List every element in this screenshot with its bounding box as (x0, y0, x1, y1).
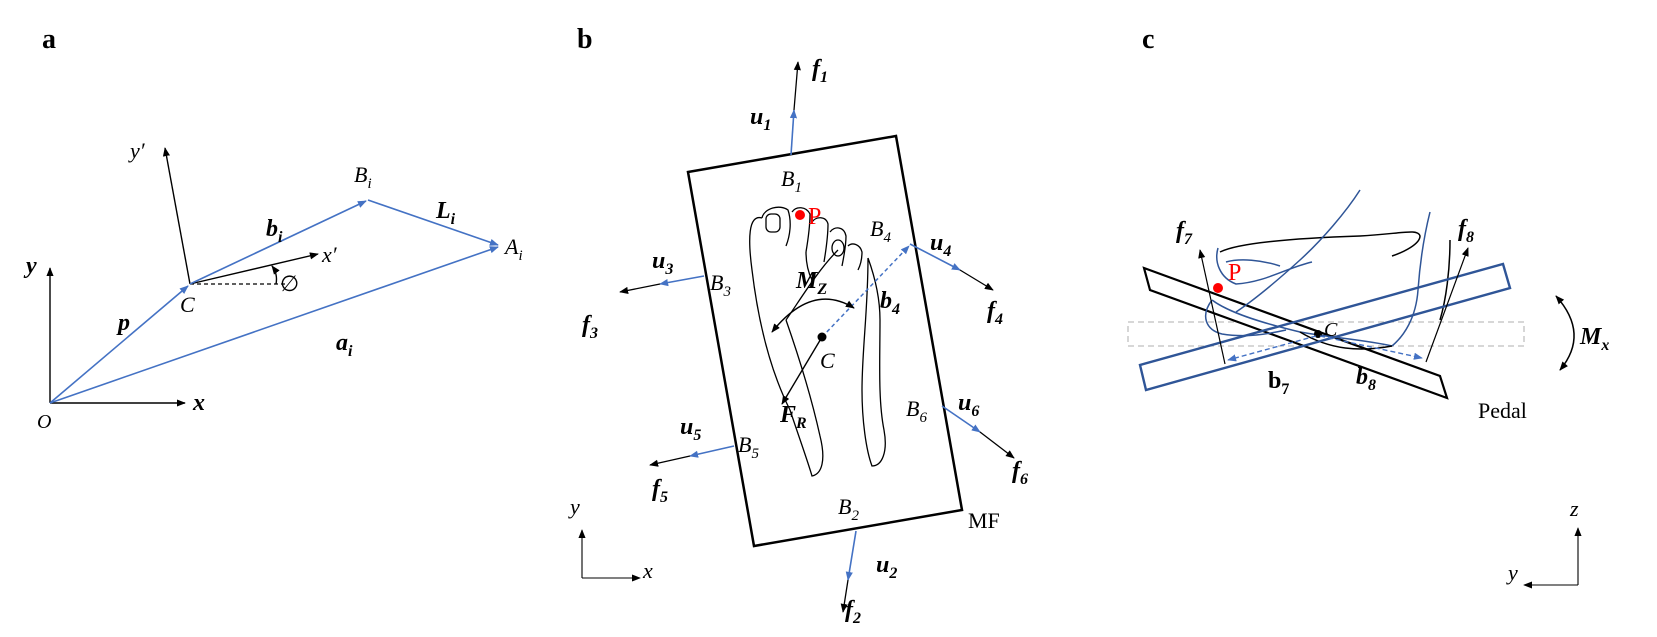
vector-u1 (789, 109, 798, 156)
Mx-label: Mx (1579, 324, 1609, 354)
pedal-bar (1142, 266, 1449, 400)
vector-u5 (689, 445, 735, 458)
u5-label: u5 (680, 414, 701, 444)
f1-label: f1 (812, 56, 828, 86)
vector-a-label: ai (336, 330, 353, 360)
x-prime-axis-arrow (189, 252, 319, 285)
b8-label: b8 (1356, 364, 1376, 394)
vector-f3 (619, 283, 661, 294)
x-axis-label: x (192, 390, 205, 416)
B6-label: B6 (906, 396, 927, 426)
x-prime-label: x′ (321, 242, 338, 267)
FR-label: FR (779, 402, 807, 432)
b7-label: b7 (1268, 368, 1289, 398)
panel-b-label: b (577, 24, 593, 55)
moment-Mz-arc (771, 298, 855, 333)
foot-plate-outline (686, 134, 964, 548)
foot-side-sketch (1204, 189, 1451, 350)
f6-label: f6 (1012, 458, 1028, 488)
vector-p (49, 285, 189, 404)
center-label: C (180, 292, 195, 317)
vector-b8 (1319, 335, 1423, 360)
vector-b (189, 200, 367, 285)
panel-a: a y x O y′ x′ ∅ C p bi Li ai Bi Ai (23, 24, 523, 433)
b-y-axis-label: y (568, 494, 580, 519)
point-P-marker (795, 210, 805, 220)
c-point-P-marker (1213, 283, 1223, 293)
u2-label: u2 (876, 552, 897, 582)
vector-f8 (1425, 247, 1469, 363)
u1-label: u1 (750, 104, 771, 134)
vector-p-label: p (116, 310, 130, 336)
vector-f7 (1198, 249, 1226, 365)
f4-label: f4 (987, 298, 1003, 328)
y-prime-axis-arrow (162, 147, 191, 285)
moment-Mx-arc (1555, 295, 1575, 371)
b-x-axis-label: x (642, 558, 653, 583)
vector-u2 (845, 530, 857, 581)
vector-u6 (941, 405, 981, 433)
u4-label: u4 (930, 230, 951, 260)
y-prime-label: y′ (128, 138, 146, 163)
b4-label: b4 (880, 288, 900, 318)
f8-label: f8 (1458, 216, 1474, 246)
panel-c-label: c (1142, 24, 1154, 55)
f2-label: f2 (845, 597, 861, 627)
vector-b7 (1227, 335, 1317, 362)
B3-label: B3 (710, 270, 731, 300)
moving-plate (1138, 262, 1512, 392)
u6-label: u6 (958, 390, 979, 420)
y-axis-label: y (23, 253, 37, 279)
u3-label: u3 (652, 248, 673, 278)
c-z-axis-label: z (1569, 496, 1579, 521)
angle-label: ∅ (280, 271, 299, 296)
vector-f6 (979, 431, 1015, 459)
panel-c: c P C f7 f8 b7 (1127, 24, 1609, 589)
angle-arc (271, 265, 280, 285)
point-P-label: P (808, 204, 821, 230)
B4-label: B4 (870, 216, 891, 246)
panel-a-label: a (42, 24, 56, 55)
foot-sketch (749, 206, 886, 477)
Mz-label: MZ (795, 268, 827, 298)
vector-b-label: bi (266, 216, 283, 246)
vector-u3 (659, 275, 705, 287)
f7-label: f7 (1176, 218, 1193, 248)
vector-u4 (909, 243, 961, 271)
vector-f2 (840, 579, 849, 613)
center-C-label: C (820, 348, 835, 373)
vector-L-label: Li (435, 198, 456, 228)
vector-L (367, 199, 499, 246)
B1-label: B1 (781, 166, 802, 196)
c-center-label: C (1324, 319, 1338, 341)
origin-label: O (37, 411, 51, 433)
B5-label: B5 (738, 432, 759, 462)
vector-a (49, 246, 499, 404)
vector-f1 (793, 61, 801, 111)
vector-FR (781, 336, 823, 405)
f3-label: f3 (582, 312, 598, 342)
c-point-P-label: P (1228, 260, 1241, 286)
c-y-axis-label: y (1506, 560, 1518, 585)
B2-label: B2 (838, 494, 859, 524)
point-B-label: Bi (354, 162, 372, 192)
MF-label: MF (968, 508, 1000, 533)
pedal-label: Pedal (1478, 398, 1527, 423)
point-A-label: Ai (503, 234, 523, 264)
vector-f4 (959, 269, 994, 291)
panel-b: b P f1 u1 B1 B4 u4 f4 (568, 24, 1028, 627)
f5-label: f5 (652, 476, 668, 506)
vector-f5 (649, 455, 691, 467)
